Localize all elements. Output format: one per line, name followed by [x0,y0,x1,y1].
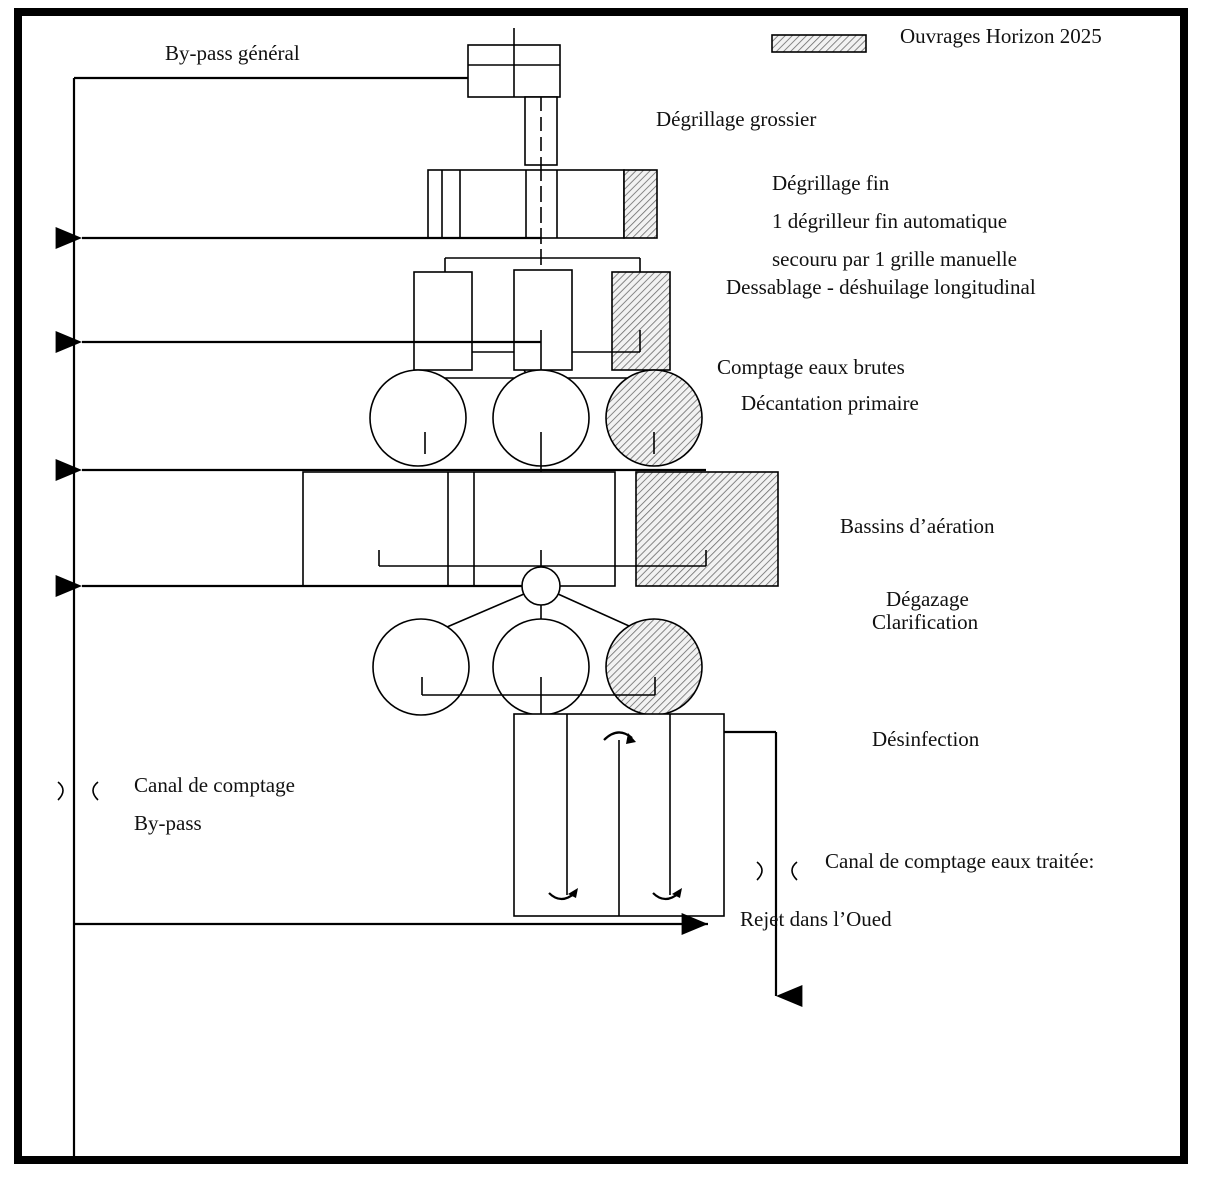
degrillage-fin-future [623,169,658,239]
degrillage-grossier-unit [524,96,558,166]
clarification-future [605,618,703,716]
bypass-general-box [467,28,561,98]
label-degrilleur-2: secouru par 1 grille manuelle [772,247,1017,271]
dessablage-unit [413,257,671,377]
label-clarification: Clarification [872,610,979,634]
legend-label: Ouvrages Horizon 2025 [900,24,1102,48]
label-degrilleur-1: 1 dégrilleur fin automatique [772,209,1007,233]
canal-traitees-icon [756,861,798,881]
label-canal-comptage: Canal de comptage [134,773,295,797]
label-bassins: Bassins d’aération [840,514,995,538]
label-dessablage: Dessablage - déshuilage longitudinal [726,275,1036,299]
legend-hatch-swatch [771,34,867,53]
label-degrillage-fin: Dégrillage fin [772,171,890,195]
degazage-unit [521,566,561,606]
bassins-future [635,471,779,587]
canal-comptage-icon [57,781,99,801]
clarification-unit [372,618,703,735]
degrillage-fin-unit [427,165,658,268]
label-degazage: Dégazage [886,587,969,611]
desinfection-unit [513,713,725,917]
decantation-unit [369,369,703,490]
label-degrillage-grossier: Dégrillage grossier [656,107,816,131]
label-desinfection: Désinfection [872,727,980,751]
bassins-aeration-unit [302,471,779,587]
label-comptage-brutes: Comptage eaux brutes [717,355,905,379]
label-rejet: Rejet dans l’Oued [740,907,892,931]
label-decantation: Décantation primaire [741,391,919,415]
label-bypass: By-pass [134,811,202,835]
label-bypass-general: By-pass général [165,41,300,65]
dessablage-future [611,271,671,371]
decantation-future [605,369,703,467]
label-canal-traitees: Canal de comptage eaux traitée: [825,849,1094,873]
